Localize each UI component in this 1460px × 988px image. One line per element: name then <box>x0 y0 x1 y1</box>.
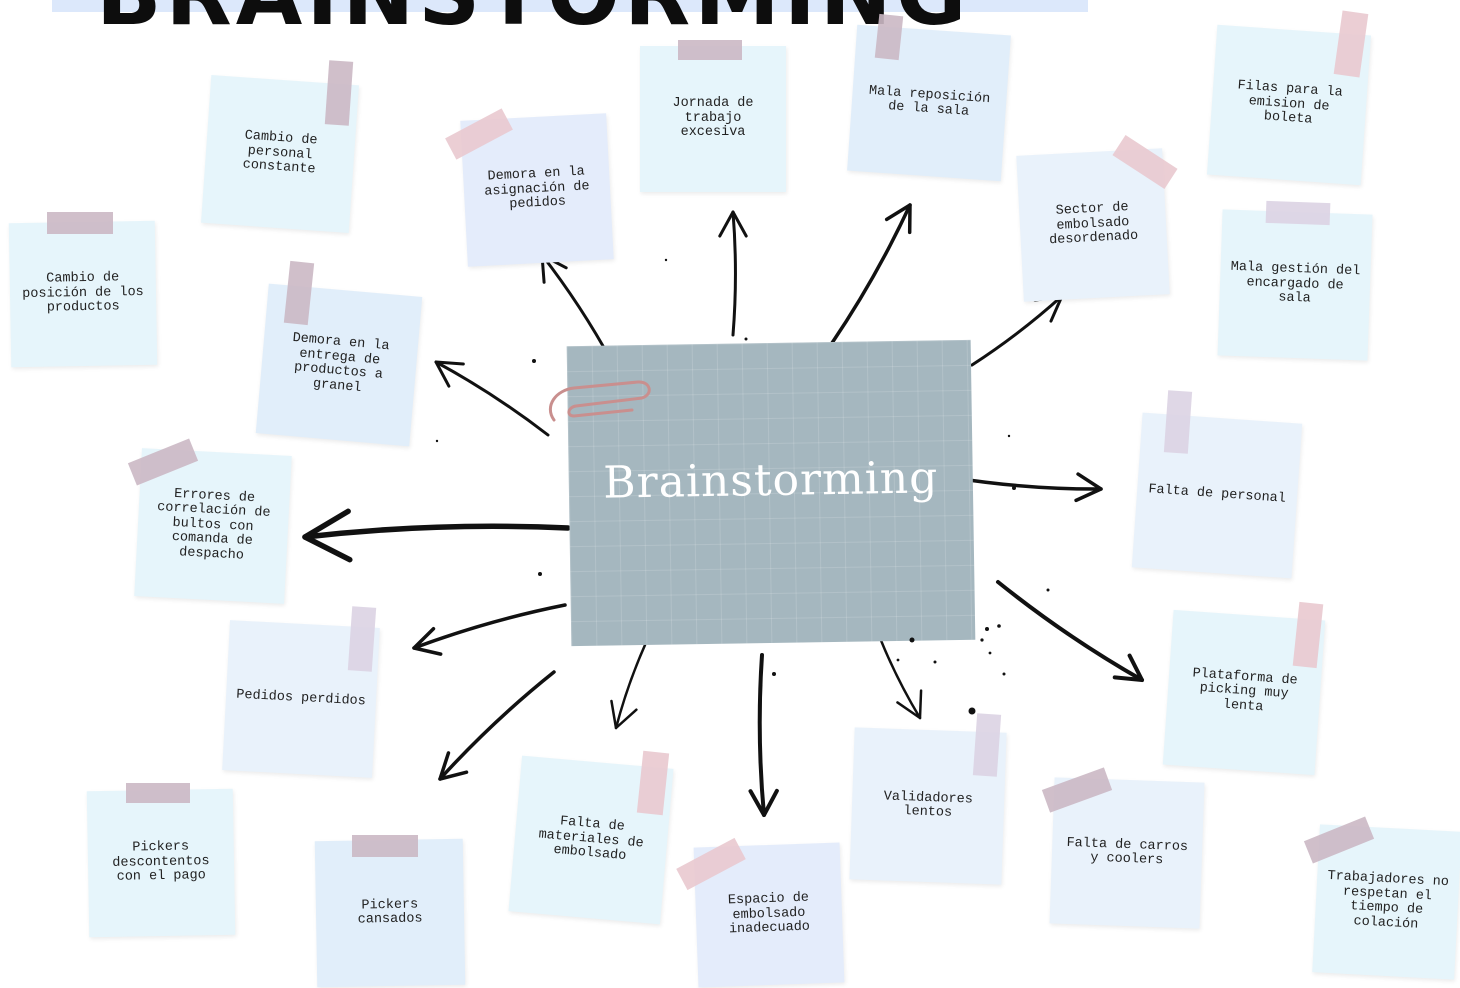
paperclip-icon <box>548 380 651 422</box>
sticky-note-text: Jornada de trabajo excesiva <box>672 96 754 141</box>
arrow <box>748 653 779 817</box>
tape-strip <box>126 783 190 803</box>
arrow <box>610 643 647 730</box>
arrow <box>830 203 912 345</box>
arrow <box>996 580 1144 682</box>
arrow <box>412 603 567 656</box>
arrow <box>438 670 556 781</box>
page-title: BRAINSTORMING <box>96 0 970 38</box>
arrow <box>718 210 748 337</box>
tape-strip <box>47 212 113 234</box>
arrow <box>302 508 571 563</box>
arrow <box>434 360 550 437</box>
sticky-note: Jornada de trabajo excesiva <box>640 46 786 192</box>
header-banner <box>52 0 1088 12</box>
tape-strip <box>352 835 418 857</box>
arrow <box>878 636 923 720</box>
tape-strip <box>678 40 742 60</box>
